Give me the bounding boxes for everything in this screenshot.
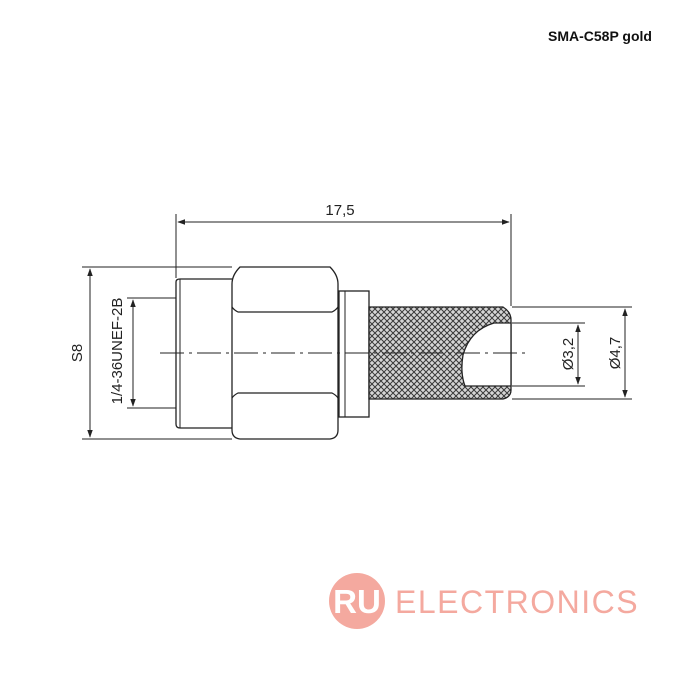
length-label: 17,5 xyxy=(325,202,354,219)
outer-diameter-dimension: Ø4,7 xyxy=(512,306,632,400)
thread-dimension: 1/4-36UNEF-2B xyxy=(109,297,176,409)
logo-badge-text: RU xyxy=(333,583,381,620)
logo-badge xyxy=(329,573,385,629)
collar xyxy=(338,290,370,418)
outer-diameter-label: Ø4,7 xyxy=(607,337,624,370)
thread-label: 1/4-36UNEF-2B xyxy=(109,298,126,405)
watermark-logo: RU ELECTRONICS xyxy=(329,573,639,629)
hex-dimension: S8 xyxy=(69,266,232,440)
logo-text: ELECTRONICS xyxy=(395,584,639,620)
part-title: SMA-C58P gold xyxy=(548,28,652,44)
length-dimension: 17,5 xyxy=(175,202,512,306)
inner-diameter-label: Ø3,2 xyxy=(560,338,577,371)
inner-diameter-dimension: Ø3,2 xyxy=(512,322,585,387)
hex-size-label: S8 xyxy=(69,344,86,362)
